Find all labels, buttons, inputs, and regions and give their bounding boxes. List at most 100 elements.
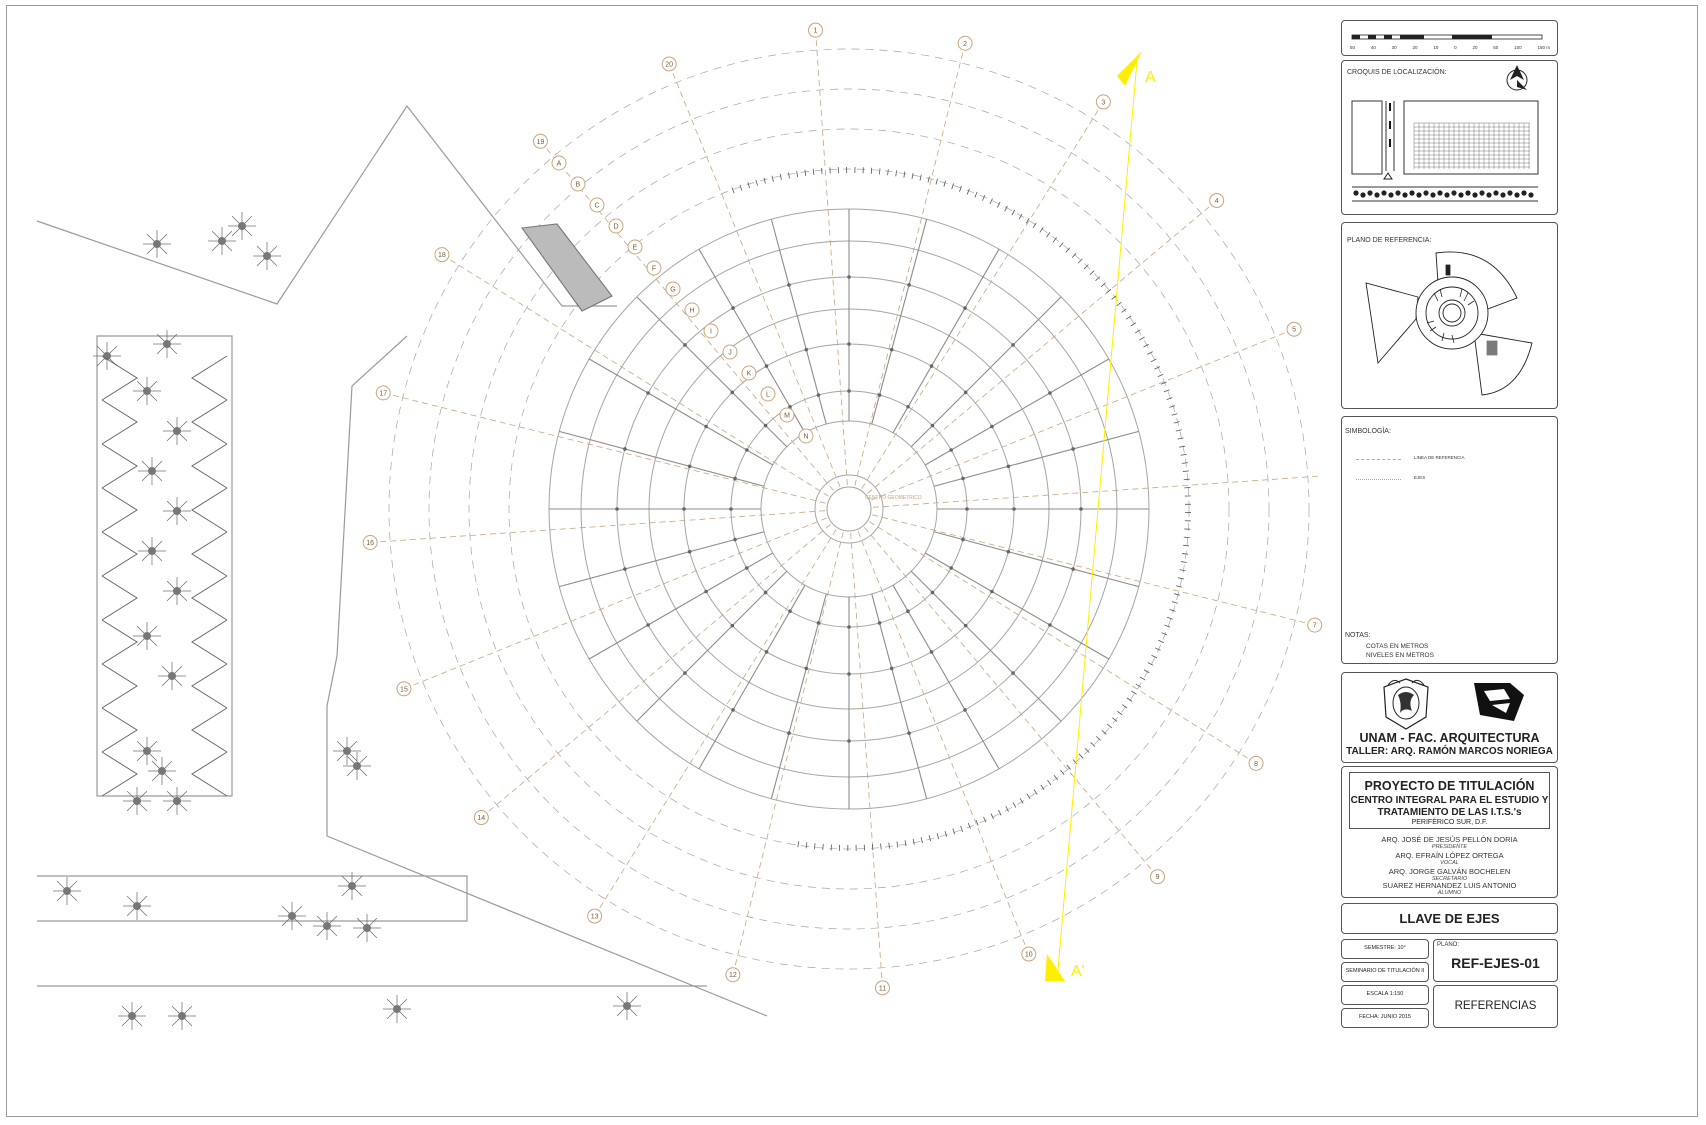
perimeter-tick — [1126, 315, 1132, 320]
site-boundary-north — [36, 104, 617, 307]
axis-bubble-E: E — [627, 239, 643, 255]
axis-line — [869, 521, 1248, 759]
perimeter-tick — [996, 201, 1001, 208]
perimeter-tick — [796, 170, 798, 178]
perimeter-tick — [1160, 381, 1167, 385]
axis-label: 8 — [1254, 761, 1258, 768]
column — [733, 476, 737, 481]
column — [764, 650, 769, 654]
plano-label: PLANO: — [1437, 942, 1460, 948]
perimeter-tick — [912, 838, 915, 845]
location-sketch-title: CROQUIS DE LOCALIZACIÓN: — [1347, 69, 1447, 76]
perimeter-tick — [1183, 536, 1190, 539]
student-name: SUAREZ HERNANDEZ LUIS ANTONIO — [1382, 881, 1517, 890]
workshop-name: TALLER: ARQ. RAMÓN MARCOS NORIEGA — [1346, 746, 1553, 757]
tree-icon — [353, 914, 381, 942]
perimeter-tick — [1182, 470, 1189, 472]
planter-pattern — [101, 443, 228, 489]
column — [745, 448, 749, 452]
column — [816, 621, 821, 625]
perimeter-tick — [1111, 295, 1117, 300]
axis-label: 4 — [1215, 198, 1219, 205]
wall-segment — [588, 552, 774, 660]
axis-line-swatch — [1356, 479, 1401, 480]
axis-line — [857, 531, 1026, 945]
column — [847, 389, 851, 393]
sketch-tree — [1514, 192, 1520, 198]
column — [788, 609, 792, 613]
axis-label: C — [594, 203, 599, 210]
column — [929, 364, 934, 368]
reference-plan-box: PLANO DE REFERENCIA: — [1341, 222, 1558, 409]
perimeter-tick — [1004, 205, 1008, 212]
tree-icon — [333, 737, 361, 765]
column — [961, 537, 965, 542]
perimeter-tick — [1095, 276, 1101, 282]
perimeter-tick — [951, 183, 954, 190]
axis-line — [672, 73, 841, 487]
perimeter-tick — [1039, 227, 1044, 233]
perimeter-tick — [880, 843, 882, 850]
perimeter-tick — [1139, 676, 1146, 681]
column — [730, 390, 735, 395]
tree-icon — [148, 757, 176, 785]
jury-role: SECRETARIO — [1431, 876, 1468, 882]
wall-segment — [871, 219, 928, 425]
section-line — [1056, 60, 1138, 982]
perimeter-tick — [1066, 764, 1071, 770]
column — [704, 424, 708, 429]
perimeter-tick — [1046, 232, 1051, 238]
column — [763, 590, 768, 595]
axis-line — [861, 110, 1099, 489]
tree-icon — [123, 787, 151, 815]
date: FECHA: JUNIO 2015 — [1359, 1014, 1411, 1020]
column — [847, 672, 851, 676]
perimeter-tick — [1169, 405, 1176, 408]
sketch-tree — [1528, 192, 1534, 198]
perimeter-tick — [1032, 222, 1037, 229]
column — [788, 405, 792, 409]
scale: ESCALA 1:150 — [1366, 991, 1404, 997]
plan-ring — [814, 474, 884, 544]
column — [687, 549, 692, 554]
perimeter-tick — [1059, 242, 1064, 248]
project-box: PROYECTO DE TITULACIÓN CENTRO INTEGRAL P… — [1341, 766, 1558, 898]
column — [1006, 549, 1011, 554]
seminar-box: SEMINARIO DE TITULACIÓN II — [1341, 962, 1429, 982]
perimeter-tick — [1052, 237, 1058, 243]
axis-bubble-N: N — [798, 428, 814, 444]
column — [745, 566, 749, 570]
perimeter-tick — [1047, 779, 1052, 786]
axis-bubble-3: 3 — [1095, 94, 1111, 110]
axis-bubble-5: 5 — [1286, 321, 1302, 337]
axis-bubble-L: L — [760, 386, 776, 402]
semester: SEMESTRE: 10° — [1364, 945, 1406, 951]
tree-icon — [138, 537, 166, 565]
plano-name-box: REFERENCIAS — [1433, 985, 1558, 1028]
axis-label: 17 — [379, 390, 387, 397]
planter-pattern — [101, 575, 228, 621]
column — [646, 623, 650, 627]
sketch-tree — [1395, 190, 1401, 196]
perimeter-tick — [1182, 544, 1190, 547]
perimeter-tick — [1181, 462, 1188, 464]
axis-label: H — [689, 308, 694, 315]
tree-icon — [138, 457, 166, 485]
planter-pattern — [101, 487, 228, 533]
column — [949, 566, 953, 570]
perimeter-tick — [1083, 264, 1089, 270]
perimeter-tick — [1018, 213, 1023, 220]
sketch-tree — [1353, 190, 1359, 196]
perimeter-tick — [814, 843, 816, 850]
sketch-tree — [1451, 190, 1457, 196]
note-item: COTAS EN METROS — [1366, 643, 1429, 650]
axis-bubble-B: B — [570, 176, 586, 192]
wall-segment — [892, 584, 1000, 770]
axis-bubble-F: F — [646, 260, 662, 276]
column — [733, 537, 737, 542]
column — [907, 731, 911, 735]
perimeter-tick — [1164, 624, 1171, 628]
perimeter-tick — [1173, 421, 1180, 424]
section-label-top: A — [1145, 69, 1156, 86]
column — [906, 609, 910, 613]
